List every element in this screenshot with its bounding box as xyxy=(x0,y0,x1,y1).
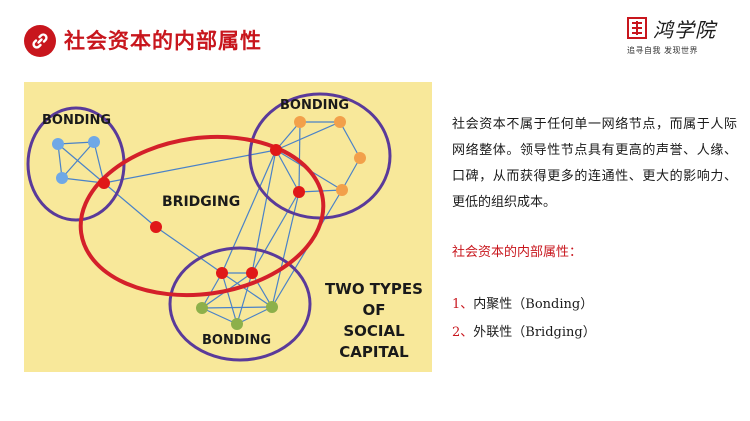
nodes-blue xyxy=(52,136,100,184)
network-illustration: BONDING BONDING BONDING BRIDGING TWO TYP… xyxy=(26,92,423,362)
nodes-red xyxy=(98,144,305,279)
caption-two-types: TWO TYPES OF SOCIAL CAPITAL xyxy=(325,280,423,361)
logo-stamp-icon xyxy=(627,17,647,39)
list-item: 2、外联性（Bridging） xyxy=(452,319,596,347)
label-bonding-bottom: BONDING xyxy=(202,333,271,348)
list-item: 1、内聚性（Bonding） xyxy=(452,291,596,319)
nodes-green xyxy=(196,301,278,330)
caption-line-3: SOCIAL xyxy=(343,322,405,340)
attributes-list: 1、内聚性（Bonding） 2、外联性（Bridging） xyxy=(452,291,596,347)
brand-logo: 鸿学院 追寻自我 发现世界 xyxy=(627,14,737,60)
link-icon xyxy=(24,25,56,57)
nodes-orange xyxy=(294,116,366,196)
attributes-heading: 社会资本的内部属性： xyxy=(452,245,583,260)
social-capital-diagram: BONDING BONDING BONDING BRIDGING TWO TYP… xyxy=(24,82,432,372)
label-bonding-right: BONDING xyxy=(280,98,349,113)
list-item-text: 内聚性（Bonding） xyxy=(473,297,594,312)
label-bridging: BRIDGING xyxy=(162,194,240,210)
bonding-ring-bottom xyxy=(168,246,312,362)
caption-line-4: CAPITAL xyxy=(339,343,409,361)
label-bonding-left: BONDING xyxy=(42,113,111,128)
description-paragraph: 社会资本不属于任何单一网络节点，而属于人际网络整体。领导性节点具有更高的声誉、人… xyxy=(452,117,737,210)
list-item-number: 1、 xyxy=(452,297,474,312)
list-item-text: 外联性（Bridging） xyxy=(473,325,596,340)
list-item-number: 2、 xyxy=(452,325,474,340)
logo-name: 鸿学院 xyxy=(653,18,716,42)
caption-line-1: TWO TYPES xyxy=(325,280,423,298)
logo-slogan: 追寻自我 发现世界 xyxy=(627,46,699,55)
caption-line-2: OF xyxy=(363,301,386,319)
bridging-ring xyxy=(78,134,326,298)
page-title: 社会资本的内部属性 xyxy=(64,29,262,53)
